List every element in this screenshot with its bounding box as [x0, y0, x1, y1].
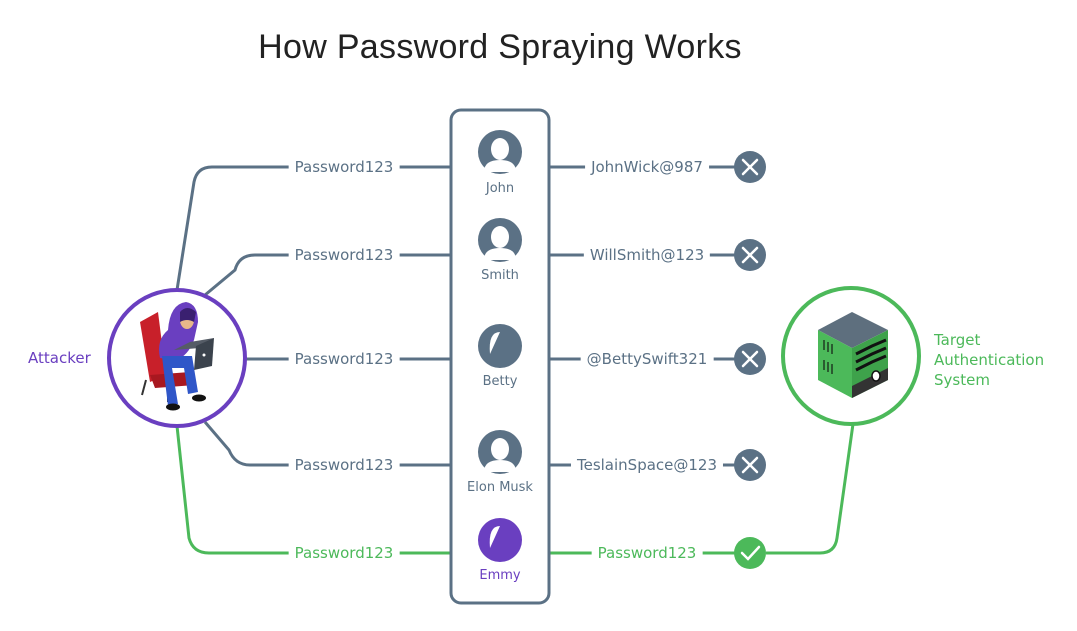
sprayed-password-label: Password123	[288, 350, 400, 368]
user-name: Betty	[482, 374, 518, 389]
user-name: Emmy	[479, 568, 521, 583]
actual-password-label: JohnWick@987	[585, 158, 709, 176]
sprayed-password-label: Password123	[288, 246, 400, 264]
actual-password-label: TeslainSpace@123	[570, 456, 724, 474]
hooded-hacker-with-laptop-icon	[140, 302, 214, 411]
check-icon	[734, 537, 766, 569]
success-to-target-line	[766, 423, 855, 555]
x-icon	[734, 151, 766, 183]
female-user-icon	[478, 324, 522, 368]
server-icon	[818, 312, 888, 398]
x-icon	[734, 449, 766, 481]
male-user-icon	[478, 218, 522, 262]
target-label-line: System	[934, 371, 990, 389]
actual-password-label: @BettySwift321	[580, 350, 714, 368]
user-name: Smith	[481, 268, 519, 283]
user-name: John	[485, 181, 515, 196]
attacker-branch-line	[175, 425, 451, 555]
actual-password-label: Password123	[591, 544, 703, 562]
sprayed-password-label: Password123	[288, 158, 400, 176]
x-icon	[734, 343, 766, 375]
attacker-branch-line	[175, 165, 451, 291]
male-user-icon	[478, 430, 522, 474]
page-title: How Password Spraying Works	[258, 28, 742, 66]
actual-password-label: WillSmith@123	[583, 246, 711, 264]
sprayed-password-label: Password123	[288, 544, 400, 562]
x-icon	[734, 239, 766, 271]
male-user-icon	[478, 130, 522, 174]
target-label: Target Authentication System	[934, 330, 1044, 390]
target-label-line: Target	[934, 331, 981, 349]
attacker-branch-line	[204, 253, 451, 297]
target-label-line: Authentication	[934, 351, 1045, 369]
female-user-icon	[478, 518, 522, 562]
attacker-branch-line	[203, 421, 451, 467]
user-name: Elon Musk	[467, 480, 533, 495]
attacker-label: Attacker	[28, 349, 91, 367]
sprayed-password-label: Password123	[288, 456, 400, 474]
